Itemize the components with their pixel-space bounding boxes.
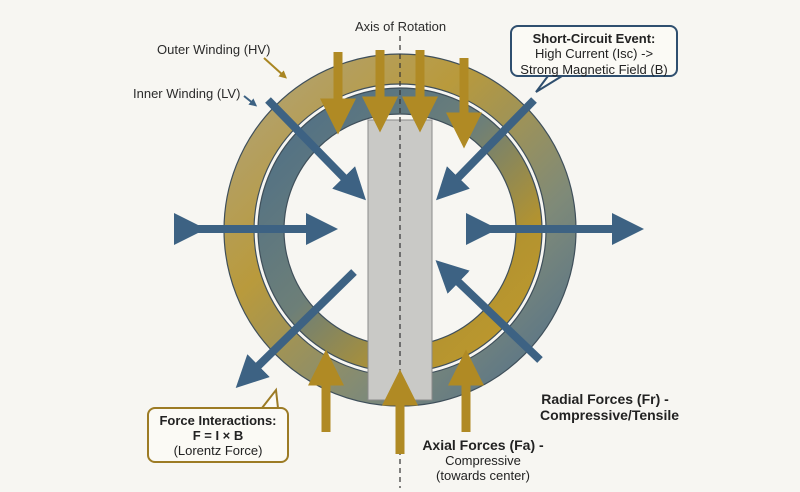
axial-forces-label: Axial Forces (Fa) - Compressive (towards… xyxy=(418,437,548,483)
force-interactions-note: (Lorentz Force) xyxy=(173,443,263,458)
force-interactions-tail xyxy=(261,387,279,409)
outer-winding-label: Outer Winding (HV) xyxy=(157,42,271,57)
radial-forces-label: Radial Forces (Fr) - Compressive/Tensile xyxy=(540,391,680,423)
radial-forces-line1: Radial Forces (Fr) - xyxy=(541,391,669,407)
inner-winding-leader xyxy=(243,95,258,107)
axial-arrows-top xyxy=(320,50,482,149)
outer-winding-leader xyxy=(263,57,287,79)
force-interactions-callout: Force Interactions: F = I × B (Lorentz F… xyxy=(147,407,289,463)
axial-forces-line1: Axial Forces (Fa) - xyxy=(422,437,544,453)
axial-arrows-bottom xyxy=(308,349,484,454)
axial-forces-line2: Compressive xyxy=(445,453,521,468)
short-circuit-title: Short-Circuit Event: xyxy=(532,31,656,46)
radial-arrows xyxy=(174,97,644,389)
short-circuit-callout: Short-Circuit Event: High Current (Isc) … xyxy=(510,25,678,77)
force-interactions-formula: F = I × B xyxy=(192,428,244,443)
axial-forces-line3: (towards center) xyxy=(436,468,530,483)
force-interactions-title: Force Interactions: xyxy=(159,413,277,428)
short-circuit-line2: Strong Magnetic Field (B) xyxy=(520,62,668,77)
short-circuit-line1: High Current (Isc) -> xyxy=(534,46,654,61)
short-circuit-tail xyxy=(535,75,563,93)
axis-of-rotation-label: Axis of Rotation xyxy=(355,19,447,34)
radial-forces-line2: Compressive/Tensile xyxy=(540,407,680,423)
inner-winding-label: Inner Winding (LV) xyxy=(133,86,241,101)
